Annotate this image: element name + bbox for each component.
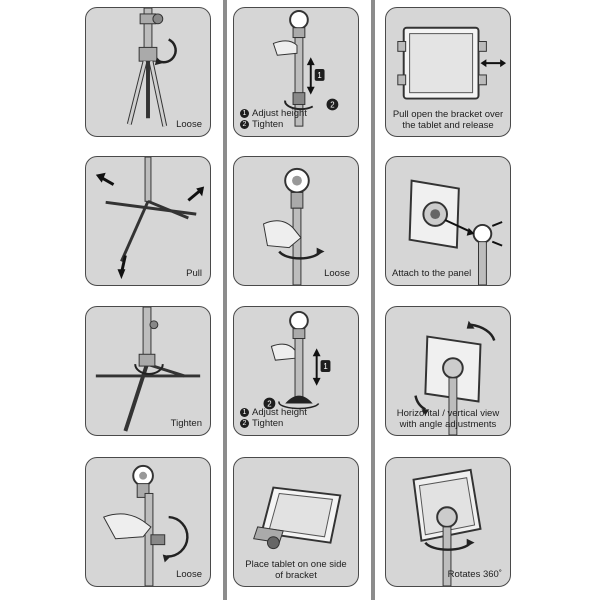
caption-text: Tighten bbox=[252, 119, 284, 130]
step-panel-view-angle: Horizontal / vertical view with angle ad… bbox=[385, 306, 511, 436]
step-badge: 2 bbox=[240, 119, 249, 129]
step-panel-tripod-pull: Pull bbox=[85, 156, 211, 286]
adjust-height-illustration: 1 2 bbox=[272, 10, 339, 127]
open-bracket-illustration bbox=[397, 26, 507, 100]
caption-line-1: Horizontal / vertical view bbox=[396, 408, 500, 419]
tripod-tighten-illustration bbox=[95, 307, 201, 432]
column-divider-right bbox=[371, 0, 375, 600]
caption-line-2: with angle adjustments bbox=[399, 419, 497, 430]
caption-text: Adjust height bbox=[252, 407, 307, 418]
step-caption: Horizontal / vertical view with angle ad… bbox=[388, 408, 508, 430]
step-caption: Loose bbox=[324, 268, 350, 279]
step-caption: Attach to the panel bbox=[392, 268, 472, 279]
tripod-pull-illustration bbox=[95, 157, 205, 280]
step-panel-tripod-tighten: Tighten bbox=[85, 306, 211, 436]
step-badge: 1 bbox=[240, 407, 249, 417]
step-caption: Place tablet on one side of bracket bbox=[236, 559, 356, 581]
step-caption: Pull open the bracket over the tablet an… bbox=[388, 109, 508, 131]
arrow-number-label: 1 bbox=[323, 362, 327, 371]
step-panel-tripod-loose: Loose bbox=[85, 7, 211, 137]
caption-text: Tighten bbox=[252, 418, 284, 429]
caption-line-1: Place tablet on one side bbox=[245, 559, 347, 570]
step-caption: Pull bbox=[186, 268, 202, 279]
step-badge: 1 bbox=[240, 108, 249, 118]
step-panel-attach-panel: Attach to the panel bbox=[385, 156, 511, 286]
step-panel-holder-loose-2: Loose bbox=[233, 156, 359, 286]
arrow-number-label: 1 bbox=[317, 71, 321, 80]
caption-line-2: of bracket bbox=[275, 570, 317, 581]
step-caption: Tighten bbox=[170, 418, 202, 429]
step-caption: Loose bbox=[176, 119, 202, 130]
step-panel-place-tablet: Place tablet on one side of bracket bbox=[233, 457, 359, 587]
rotate-360-illustration bbox=[412, 468, 482, 586]
holder-loose-illustration bbox=[103, 464, 189, 586]
step-panel-holder-loose: Loose bbox=[85, 457, 211, 587]
view-angle-illustration bbox=[414, 320, 496, 435]
step-caption: Rotates 360˚ bbox=[447, 569, 502, 580]
arrow-number-label: 2 bbox=[267, 399, 271, 408]
caption-line-1: Pull open the bracket over bbox=[392, 109, 504, 120]
adjust-height-base-illustration: 1 2 bbox=[263, 310, 331, 410]
caption-line-2: the tablet and release bbox=[402, 120, 494, 131]
arrow-number-label: 2 bbox=[330, 100, 334, 109]
step-badge: 2 bbox=[240, 418, 249, 428]
tripod-loose-illustration bbox=[126, 8, 177, 127]
step-caption: Loose bbox=[176, 569, 202, 580]
attach-panel-illustration bbox=[408, 179, 503, 285]
column-divider-left bbox=[223, 0, 227, 600]
caption-text: Adjust height bbox=[252, 108, 307, 119]
place-tablet-illustration bbox=[253, 486, 342, 550]
step-panel-open-bracket: Pull open the bracket over the tablet an… bbox=[385, 7, 511, 137]
step-panel-rotate-360: Rotates 360˚ bbox=[385, 457, 511, 587]
holder-loose-illustration bbox=[262, 167, 325, 285]
